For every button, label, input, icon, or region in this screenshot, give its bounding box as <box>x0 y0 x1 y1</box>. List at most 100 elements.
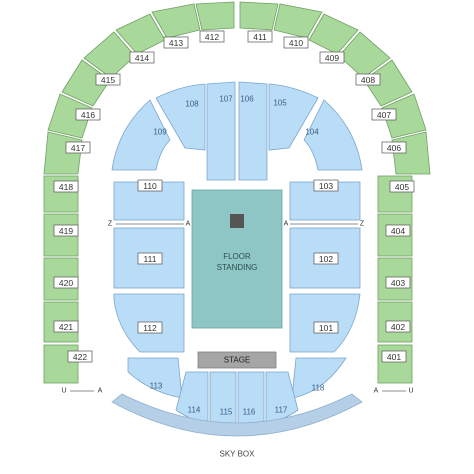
section-102-label: 102 <box>319 254 333 264</box>
section-106-label: 106 <box>240 95 254 104</box>
label-box-419 <box>53 224 79 237</box>
label-box-422 <box>67 350 93 363</box>
marker-u-right: U <box>408 388 413 395</box>
section-118-label: 118 <box>312 384 325 393</box>
section-410-label: 410 <box>289 38 303 48</box>
section-105-block[interactable] <box>268 83 319 151</box>
section-411-a-block[interactable] <box>195 1 235 31</box>
section-421-label: 421 <box>59 322 73 332</box>
label-box-103 <box>313 179 339 192</box>
lower-tier <box>111 81 363 427</box>
section-406-label: 406 <box>387 143 401 153</box>
floor-standing-area[interactable] <box>191 189 283 329</box>
section-111-label: 111 <box>144 254 157 264</box>
marker-a-right: A <box>284 221 289 228</box>
section-418-label: 418 <box>59 182 73 192</box>
section-413-label: 413 <box>169 38 183 48</box>
upper-labels: 422 421 420 419 418 417 416 415 414 413 … <box>53 30 415 363</box>
marker-a-bottom-left: A <box>98 388 103 395</box>
section-411-label: 411 <box>253 32 267 42</box>
section-405-label: 405 <box>395 182 409 192</box>
section-108-label: 108 <box>185 100 199 109</box>
section-407-block[interactable] <box>363 59 413 107</box>
section-107-block[interactable] <box>206 81 236 181</box>
label-box-417 <box>65 141 91 154</box>
label-box-401 <box>381 350 407 363</box>
section-113-label: 113 <box>150 382 163 391</box>
floor-label-line1: FLOOR <box>223 252 251 261</box>
section-112-label: 112 <box>143 323 157 333</box>
section-412-block[interactable] <box>151 3 201 39</box>
lower-labels: 109 110 111 112 113 108 107 106 105 104 … <box>137 95 339 417</box>
label-box-406 <box>381 141 407 154</box>
sky-box-label: SKY BOX <box>220 450 256 459</box>
label-box-415 <box>95 73 121 86</box>
label-box-407 <box>371 108 397 121</box>
section-115-label: 115 <box>220 408 233 417</box>
section-412-label: 412 <box>205 32 219 42</box>
section-404-label: 404 <box>391 226 405 236</box>
label-box-402 <box>385 320 411 333</box>
label-box-410 <box>283 36 309 49</box>
section-414-label: 414 <box>135 53 149 63</box>
label-box-414 <box>129 51 155 64</box>
section-104-label: 104 <box>305 128 319 137</box>
floor-centre-marker <box>230 214 244 228</box>
section-101-label: 101 <box>319 323 333 333</box>
section-422-label: 422 <box>73 352 87 362</box>
marker-a-bottom-right: A <box>374 388 379 395</box>
section-406-block[interactable] <box>381 93 427 139</box>
section-411-b-block[interactable] <box>239 1 279 31</box>
section-116-block[interactable] <box>237 371 265 427</box>
section-417-label: 417 <box>71 143 85 153</box>
section-115-block[interactable] <box>209 371 237 427</box>
label-box-404 <box>385 224 411 237</box>
stage-label: STAGE <box>224 356 251 365</box>
section-104-block[interactable] <box>303 99 363 171</box>
section-109-label: 109 <box>153 128 167 137</box>
section-415-label: 415 <box>101 75 115 85</box>
section-407-label: 407 <box>377 110 391 120</box>
section-109-block[interactable] <box>111 99 171 171</box>
label-box-416 <box>75 108 101 121</box>
section-107-label: 107 <box>219 95 233 104</box>
label-box-409 <box>319 51 345 64</box>
label-box-101 <box>313 321 339 334</box>
section-103-label: 103 <box>319 181 333 191</box>
label-box-403 <box>385 276 411 289</box>
label-box-405 <box>389 180 415 193</box>
label-box-418 <box>53 180 79 193</box>
section-108-block[interactable] <box>155 83 206 151</box>
marker-a-left: A <box>186 221 191 228</box>
stage <box>197 351 277 369</box>
label-box-412 <box>199 30 225 43</box>
section-420-label: 420 <box>59 278 73 288</box>
label-box-421 <box>53 320 79 333</box>
floor-label-line2: STANDING <box>217 263 258 272</box>
label-box-420 <box>53 276 79 289</box>
label-box-408 <box>355 73 381 86</box>
section-409-label: 409 <box>325 53 339 63</box>
label-box-411 <box>247 30 273 43</box>
section-110-label: 110 <box>143 181 157 191</box>
section-114-label: 114 <box>188 406 201 415</box>
label-box-102 <box>313 252 339 265</box>
section-403-label: 403 <box>391 278 405 288</box>
section-113-block[interactable] <box>127 357 183 399</box>
label-box-413 <box>163 36 189 49</box>
label-box-111 <box>137 252 163 265</box>
section-408-label: 408 <box>361 75 375 85</box>
section-416-block[interactable] <box>47 93 93 139</box>
marker-z-left: Z <box>108 221 113 228</box>
section-116-label: 116 <box>243 408 256 417</box>
section-105-label: 105 <box>273 99 287 108</box>
marker-z-right: Z <box>360 221 365 228</box>
section-419-label: 419 <box>59 226 73 236</box>
section-401-label: 401 <box>387 352 401 362</box>
sky-box[interactable] <box>111 393 363 437</box>
section-416-label: 416 <box>81 110 95 120</box>
section-106-block[interactable] <box>238 81 268 181</box>
label-box-112 <box>137 321 163 334</box>
section-117-label: 117 <box>275 406 288 415</box>
